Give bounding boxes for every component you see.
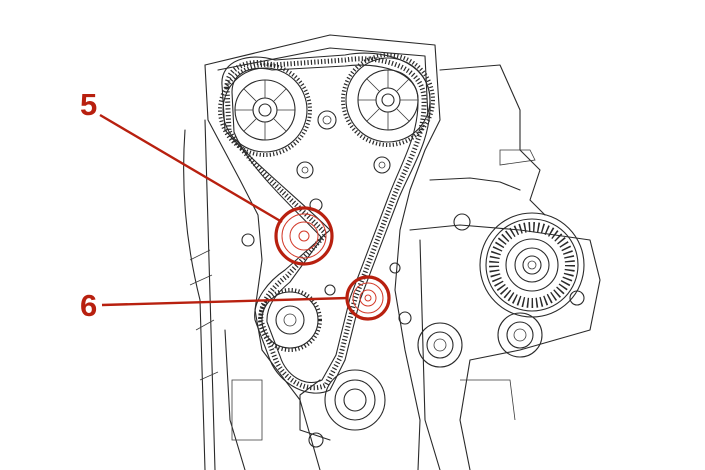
tensioner-pulley-5	[274, 206, 334, 266]
crankshaft-sprocket	[258, 288, 322, 352]
timing-belt	[221, 52, 431, 394]
alternator	[453, 212, 585, 318]
cover-bolts	[241, 110, 412, 448]
camshaft-sprocket-right	[341, 53, 435, 147]
callout-label-6: 6	[80, 288, 97, 323]
leader-line-5	[99, 113, 283, 224]
engine-block	[183, 64, 601, 470]
camshaft-sprocket-left	[218, 63, 312, 157]
idler-pulley-6	[345, 275, 391, 321]
leader-line-6	[101, 296, 349, 307]
crankshaft-pulley	[299, 369, 386, 441]
accessory-pulleys	[417, 312, 543, 368]
callout-label-5: 5	[80, 87, 97, 122]
